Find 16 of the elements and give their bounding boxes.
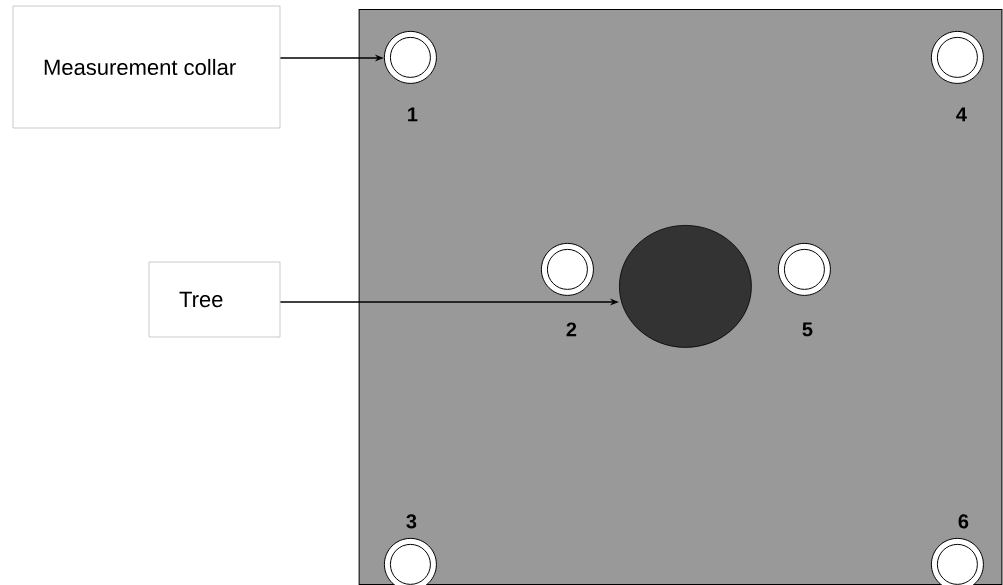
collar-number: 3 xyxy=(406,514,417,529)
collar-number: 4 xyxy=(956,107,967,122)
label-box: Measurement collar xyxy=(12,5,281,129)
label-box: Tree xyxy=(148,261,281,338)
collar-number: 1 xyxy=(408,107,418,122)
collar-number: 5 xyxy=(802,322,813,337)
tree-trunk xyxy=(619,225,752,348)
collar-ring xyxy=(383,537,437,585)
plot-area xyxy=(358,8,1003,585)
collar-ring xyxy=(930,30,984,84)
collar-ring xyxy=(930,537,984,585)
collar-ring xyxy=(383,30,437,84)
collar-ring xyxy=(540,242,594,296)
collar-number: 6 xyxy=(958,514,969,529)
collar-ring xyxy=(777,242,831,296)
collar-number: 2 xyxy=(566,322,577,337)
